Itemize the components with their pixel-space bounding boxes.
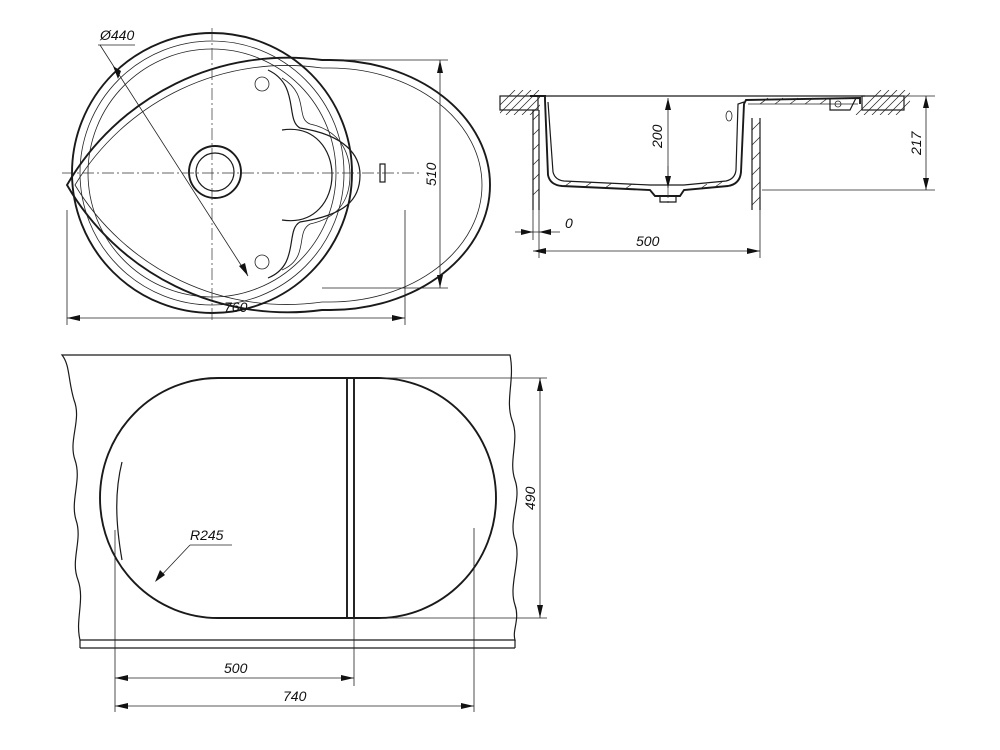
overflow-hole [725,110,733,122]
depth-label: 200 [649,124,665,149]
top-view: Ø440 760 510 [62,27,491,325]
countertop-left [499,95,539,111]
sink-inner-rim [74,65,483,305]
countertop-outline [60,354,518,641]
cutout-height-label: 490 [522,486,538,510]
tap-fitting [829,97,857,111]
cutout-outline [99,377,497,619]
total-width-label: 740 [283,688,307,704]
side-view: 200 217 0 500 [499,90,935,258]
drainer-groove-inner [281,77,351,271]
drainer-groove-outer [267,69,361,279]
cutout-view: R245 490 500 740 [60,354,547,712]
sink-profile-inner [547,101,745,186]
sink-outer-rim [65,56,491,314]
bowl-width-label: 500 [636,233,660,249]
tap-hole-top [254,76,270,92]
cutout-left-arc [116,461,123,561]
drain-outer [188,145,242,199]
straight-label: 500 [224,660,248,676]
drain-inner [195,152,235,192]
offset-label: 0 [565,215,573,231]
width-label: 760 [224,299,248,315]
diameter-label: Ø440 [99,27,134,43]
radius-label: R245 [190,527,224,543]
sink-profile-outer [530,95,861,197]
diameter-leader [99,44,249,277]
tap-hole-bottom [254,254,270,270]
height-label: 510 [423,162,439,186]
total-depth-label: 217 [908,130,924,156]
drainer-bump [281,128,333,222]
